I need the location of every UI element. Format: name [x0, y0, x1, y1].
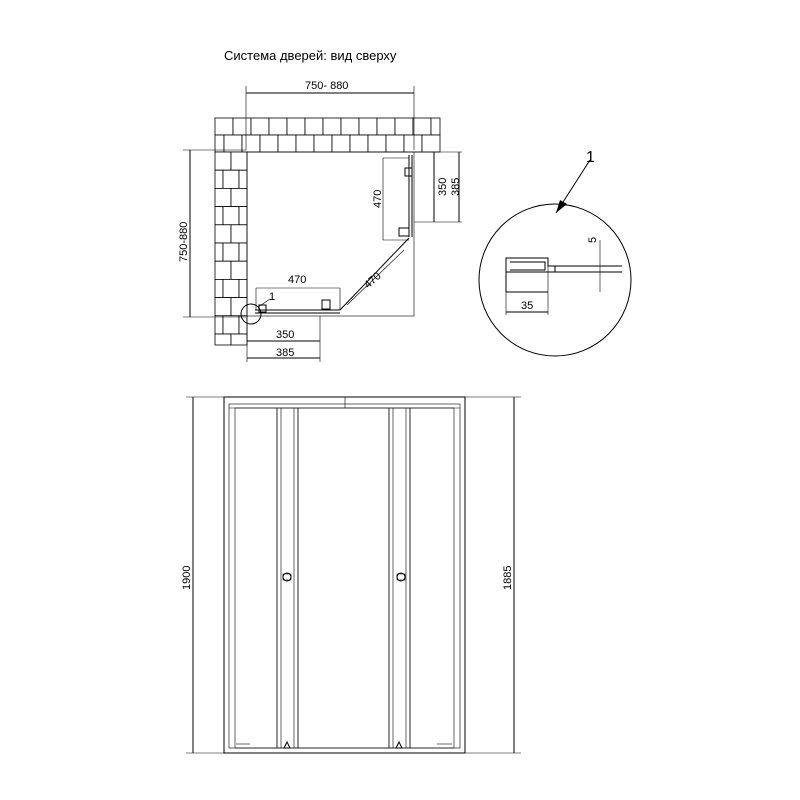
detail-view: 1 5 35: [478, 149, 632, 357]
top-wall-brick: [349, 134, 369, 153]
top-wall-brick: [223, 134, 243, 153]
left-wall-brick: [230, 151, 248, 171]
drawing-title: Система дверей: вид сверху: [224, 48, 397, 63]
left-fixed-panel: [234, 407, 278, 749]
brick-wall: [214, 117, 441, 346]
tray-outline: [246, 151, 415, 317]
top-wall-brick: [340, 117, 360, 136]
top-wall-brick: [430, 117, 441, 136]
left-wall-brick: [238, 206, 248, 226]
left-wall-brick: [222, 242, 240, 262]
top-wall-brick: [286, 117, 306, 136]
top-wall-brick: [241, 134, 261, 153]
left-sliding-door: [276, 407, 299, 749]
top-wall-brick: [358, 117, 378, 136]
detail-gap-label: 5: [587, 237, 599, 243]
top-wall-brick: [367, 134, 387, 153]
top-wall-brick: [250, 117, 270, 136]
left-wall-brick: [214, 151, 232, 171]
left-wall-brick: [222, 278, 240, 298]
front-view: 1900 1885: [181, 396, 521, 754]
right-fixed-panel: [409, 407, 455, 749]
front-frame: [223, 396, 466, 754]
center-panel: [297, 407, 390, 749]
bottom-panel: 470 350 385: [246, 274, 341, 362]
top-wall-brick: [232, 117, 252, 136]
left-wall-brick: [214, 315, 224, 335]
left-wall-brick: [214, 333, 232, 346]
detail-arrow: [556, 200, 567, 213]
left-wall-brick: [214, 242, 224, 262]
left-wall-brick: [238, 169, 248, 189]
bottom-panel-385: 385: [276, 347, 294, 359]
top-wall-brick: [268, 117, 288, 136]
diag-door-length: 470: [362, 270, 384, 291]
top-wall-brick: [259, 134, 279, 153]
diagonal-door: 470: [339, 237, 410, 311]
corner-callout-label: 1: [269, 291, 275, 303]
height-total-label: 1900: [181, 566, 193, 590]
top-wall-brick: [214, 134, 225, 153]
left-wall-brick: [238, 278, 248, 298]
side-door-length: 470: [372, 190, 384, 208]
left-wall-brick: [214, 187, 232, 207]
corner-callout: 1: [240, 291, 275, 325]
width-label: 750- 880: [305, 80, 348, 92]
left-wall-brick: [222, 169, 240, 189]
top-wall-brick: [304, 117, 324, 136]
top-wall-brick: [295, 134, 315, 153]
top-wall-brick: [403, 134, 423, 153]
left-wall-brick: [238, 242, 248, 262]
left-wall-brick: [214, 224, 232, 244]
left-wall-brick: [230, 333, 248, 346]
left-wall-brick: [230, 260, 248, 280]
top-wall-brick: [385, 134, 405, 153]
left-wall-brick: [214, 169, 224, 189]
top-wall-brick: [331, 134, 351, 153]
top-view: 750- 880 750-880 470 350 385: [178, 80, 462, 362]
top-wall-brick: [412, 117, 432, 136]
left-wall-brick: [230, 187, 248, 207]
side-panel-350: 350: [437, 178, 449, 196]
bottom-panel-350: 350: [276, 329, 294, 341]
side-panel-385: 385: [450, 178, 462, 196]
left-wall-brick: [222, 315, 240, 335]
height-glass-label: 1885: [502, 566, 514, 590]
depth-dimension: 750-880: [178, 149, 246, 318]
bottom-door-length: 470: [288, 274, 306, 286]
right-sliding-door: [388, 407, 411, 749]
right-panel: 470 350 385: [372, 151, 462, 241]
left-wall-brick: [238, 315, 248, 335]
detail-callout-label: 1: [586, 149, 595, 166]
left-wall-brick: [230, 224, 248, 244]
detail-width-label: 35: [521, 300, 533, 312]
left-wall-brick: [214, 297, 232, 317]
top-wall-brick: [277, 134, 297, 153]
top-wall-brick: [313, 134, 333, 153]
top-wall-brick: [322, 117, 342, 136]
top-wall-brick: [421, 134, 441, 153]
width-dimension: 750- 880: [245, 80, 415, 150]
top-wall-brick: [376, 117, 396, 136]
top-wall-brick: [214, 117, 234, 136]
left-wall-brick: [214, 260, 232, 280]
top-wall-brick: [394, 117, 414, 136]
left-wall-brick: [214, 278, 224, 298]
detail-circle: [478, 203, 632, 357]
left-wall-brick: [222, 206, 240, 226]
depth-label: 750-880: [178, 222, 190, 262]
left-wall-brick: [214, 206, 224, 226]
